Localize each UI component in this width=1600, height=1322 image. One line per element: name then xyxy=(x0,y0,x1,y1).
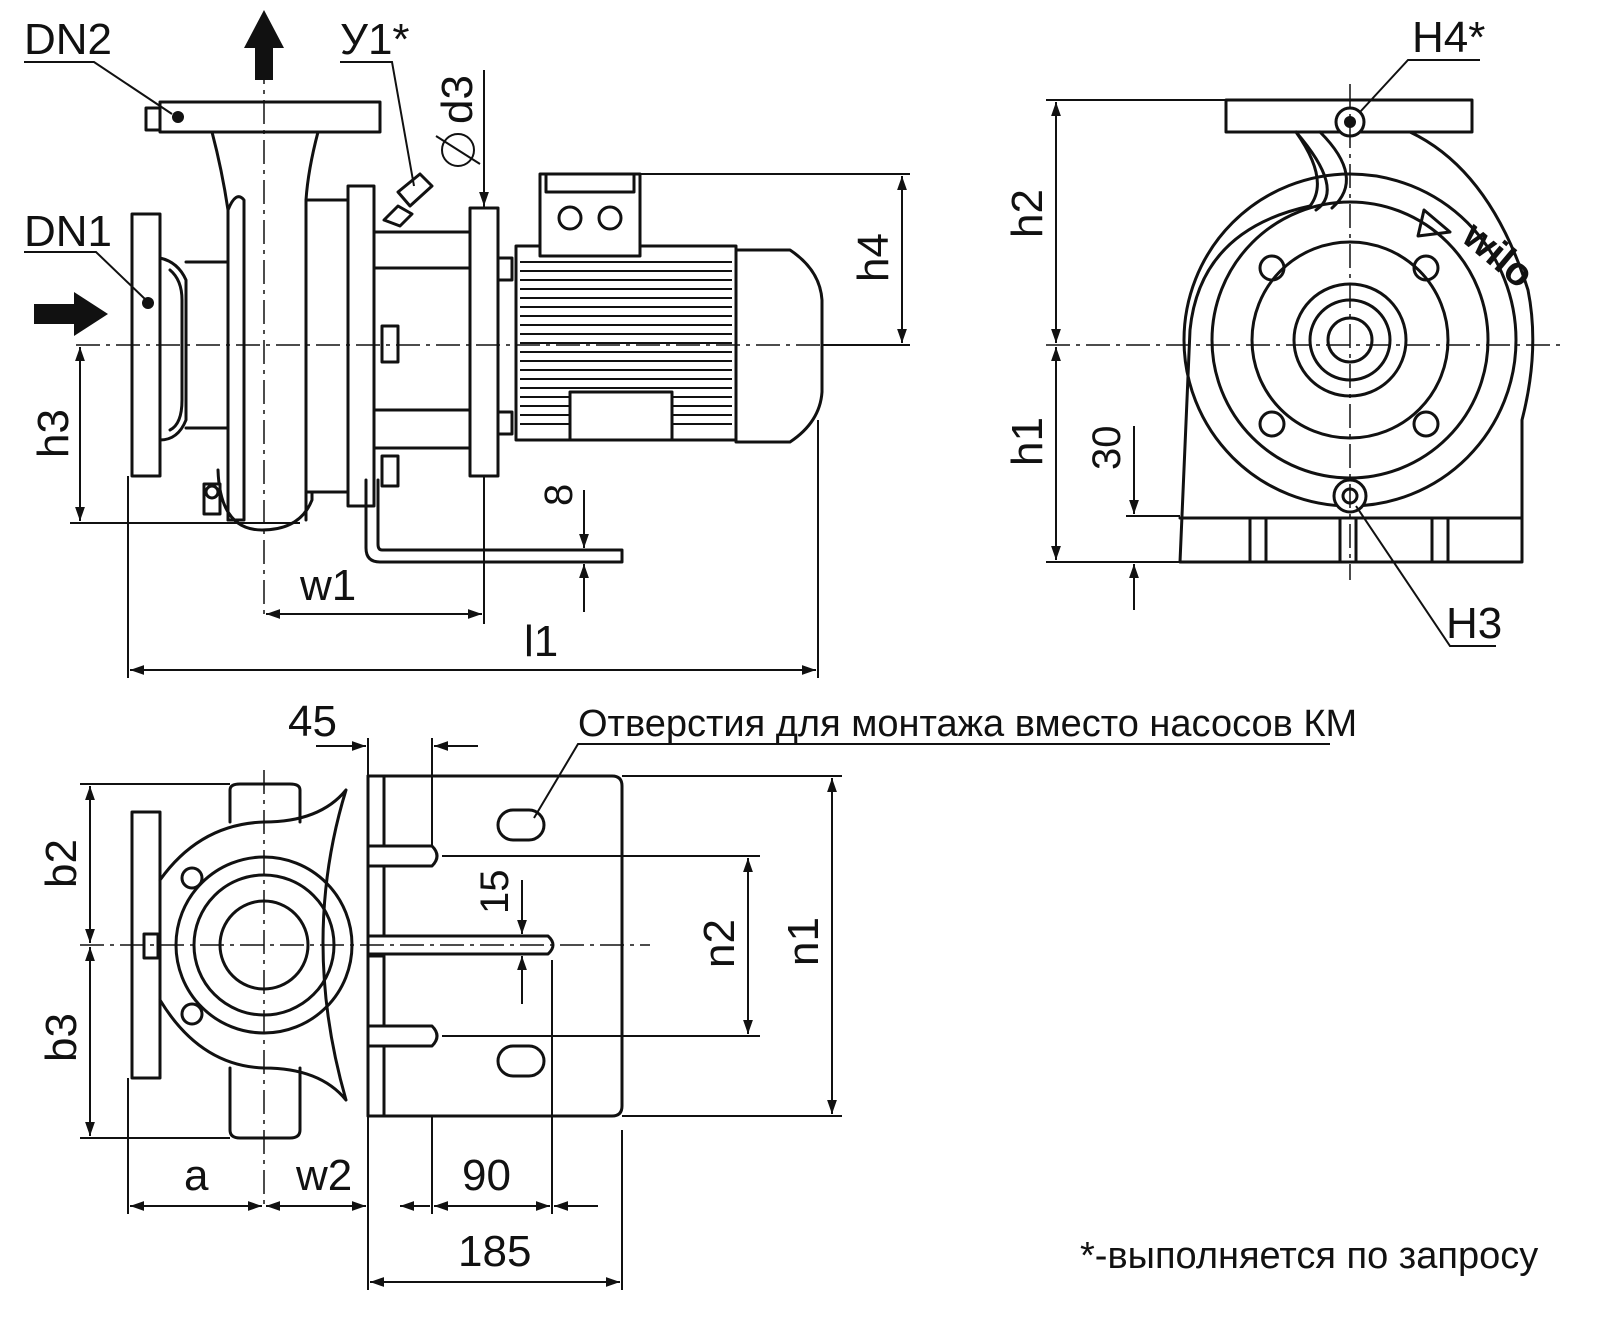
b2-label: b2 xyxy=(37,839,86,888)
dn1-label: DN1 xyxy=(24,207,112,256)
n1-label: n1 xyxy=(779,917,828,966)
km-mounting-note: Отверстия для монтажа вместо насосов КМ xyxy=(578,703,1357,745)
top-bolt-hole-2 xyxy=(180,1002,204,1026)
volute-body xyxy=(226,195,246,522)
dim8-label: 8 xyxy=(537,484,581,506)
wilo-logo: wilo xyxy=(1453,213,1542,297)
h3b-label: H3 xyxy=(1446,599,1502,648)
y1-leader xyxy=(340,61,415,187)
w2-label: w2 xyxy=(295,1151,352,1200)
h3b-leader xyxy=(1355,505,1496,647)
motor-flange-bolt-bot xyxy=(496,410,514,436)
volute-bolt-head xyxy=(204,484,220,500)
rotation-arrow-icon xyxy=(1416,208,1452,238)
n2-label: n2 xyxy=(695,919,744,968)
discharge-flange xyxy=(158,100,382,134)
lantern-bolt-2 xyxy=(380,454,400,488)
fan-cover xyxy=(734,248,824,444)
h4star-leader xyxy=(1359,59,1480,113)
cable-gland-2 xyxy=(597,205,623,231)
h4-plug-center xyxy=(1344,116,1356,128)
a-label: a xyxy=(184,1151,209,1200)
y1-label: У1* xyxy=(340,15,410,64)
diameter-slash xyxy=(435,135,481,165)
flange-bolt-dn2 xyxy=(172,111,184,123)
motor-cooling-fins xyxy=(520,261,732,425)
casing-bolt-hole-3 xyxy=(1258,410,1286,438)
base-plate xyxy=(366,774,624,1118)
motor-flange-bolt-top xyxy=(496,256,514,282)
front-feet xyxy=(1178,516,1524,564)
h3-label: h3 xyxy=(29,409,78,458)
on-request-note: *-выполняется по запросу xyxy=(1080,1235,1538,1277)
top-bolt-hole-1 xyxy=(180,866,204,890)
dim90-label: 90 xyxy=(462,1151,511,1200)
h1-label: h1 xyxy=(1003,417,1052,466)
lantern-ribs xyxy=(372,266,472,412)
vent-valve-base xyxy=(382,204,414,228)
discharge-flow-arrow xyxy=(244,10,284,80)
suction-nozzle xyxy=(158,256,230,442)
km-mount-hole-top xyxy=(496,808,546,842)
l1-label: l1 xyxy=(524,617,558,666)
dim45-label: 45 xyxy=(288,697,337,746)
volute-bottom xyxy=(216,198,314,532)
casing-bolt-hole-1 xyxy=(1258,254,1286,282)
dim185-label: 185 xyxy=(458,1227,531,1276)
dn2-label: DN2 xyxy=(24,15,112,64)
lantern-bolt-1 xyxy=(380,324,400,364)
casing-bolt-hole-2 xyxy=(1412,254,1440,282)
support-bracket xyxy=(364,478,624,564)
side-view: DN2 У1* DN1 d3 h4 h3 8 w1 xyxy=(24,10,910,678)
dim15-label: 15 xyxy=(473,870,517,915)
top-discharge-pipe xyxy=(228,782,302,1140)
suction-flow-arrow xyxy=(34,292,108,336)
suction-nozzle-inner xyxy=(168,268,184,432)
vent-valve xyxy=(396,172,434,208)
d3-dim: d3 xyxy=(433,75,482,167)
motor-adapter-flange xyxy=(346,184,376,508)
terminal-box-lid xyxy=(544,172,636,194)
diameter-symbol xyxy=(441,133,475,167)
cable-gland-1 xyxy=(557,205,583,231)
dim30-label: 30 xyxy=(1085,426,1129,471)
front-view: wilo H4* H3 h2 h1 30 xyxy=(1003,13,1560,648)
top-flange-bolt xyxy=(142,932,160,960)
h4star-label: H4* xyxy=(1412,13,1485,62)
h4-label: h4 xyxy=(849,233,898,282)
h2-label: h2 xyxy=(1003,189,1052,238)
km-note-leader xyxy=(533,743,1330,819)
d3-label: d3 xyxy=(433,75,482,124)
terminal-box xyxy=(538,172,642,258)
km-mount-hole-bottom xyxy=(496,1044,546,1078)
dn1-leader xyxy=(24,251,147,301)
lantern-bracket xyxy=(304,198,350,494)
dn2-leader xyxy=(24,61,173,115)
casing-bolt-hole-4 xyxy=(1412,410,1440,438)
w1-label: w1 xyxy=(299,561,356,610)
motor-flange xyxy=(468,206,500,478)
flange-bolt-head xyxy=(144,106,162,132)
b3-label: b3 xyxy=(37,1013,86,1062)
motor-foot-box xyxy=(568,390,674,442)
top-view: Отверстия для монтажа вместо насосов КМ … xyxy=(37,697,1357,1290)
volute-outline xyxy=(1178,130,1535,564)
